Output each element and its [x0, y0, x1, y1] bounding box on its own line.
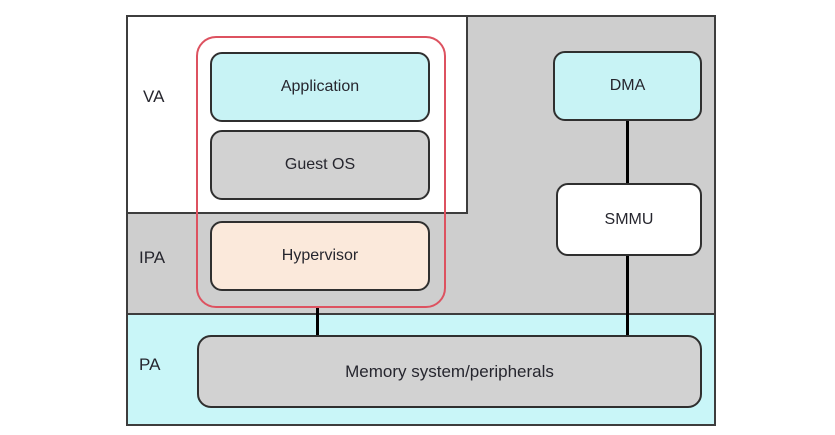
- smmu-box: SMMU: [556, 183, 702, 256]
- guest-os-label: Guest OS: [284, 156, 356, 173]
- dma-label: DMA: [609, 77, 646, 94]
- guest-os-box: Guest OS: [210, 130, 430, 200]
- vm-group-outline: [196, 36, 446, 308]
- connector-hypervisor-memory: [316, 307, 319, 335]
- connector-dma-smmu: [626, 121, 629, 183]
- connector-smmu-memory: [626, 256, 629, 335]
- smmu-label: SMMU: [604, 210, 654, 228]
- pa-zone-label: PA: [139, 355, 161, 374]
- address-translation-diagram: VA IPA PA Application Guest OS Hyperviso…: [126, 15, 716, 426]
- hypervisor-label: Hypervisor: [281, 247, 359, 264]
- application-box: Application: [210, 52, 430, 122]
- va-zone-label: VA: [143, 87, 165, 106]
- memory-system-label: Memory system/peripherals: [345, 361, 554, 381]
- ipa-zone-label: IPA: [139, 248, 166, 267]
- memory-system-box: Memory system/peripherals: [197, 335, 702, 408]
- application-label: Application: [280, 78, 360, 95]
- dma-box: DMA: [553, 51, 702, 121]
- hypervisor-box: Hypervisor: [210, 221, 430, 291]
